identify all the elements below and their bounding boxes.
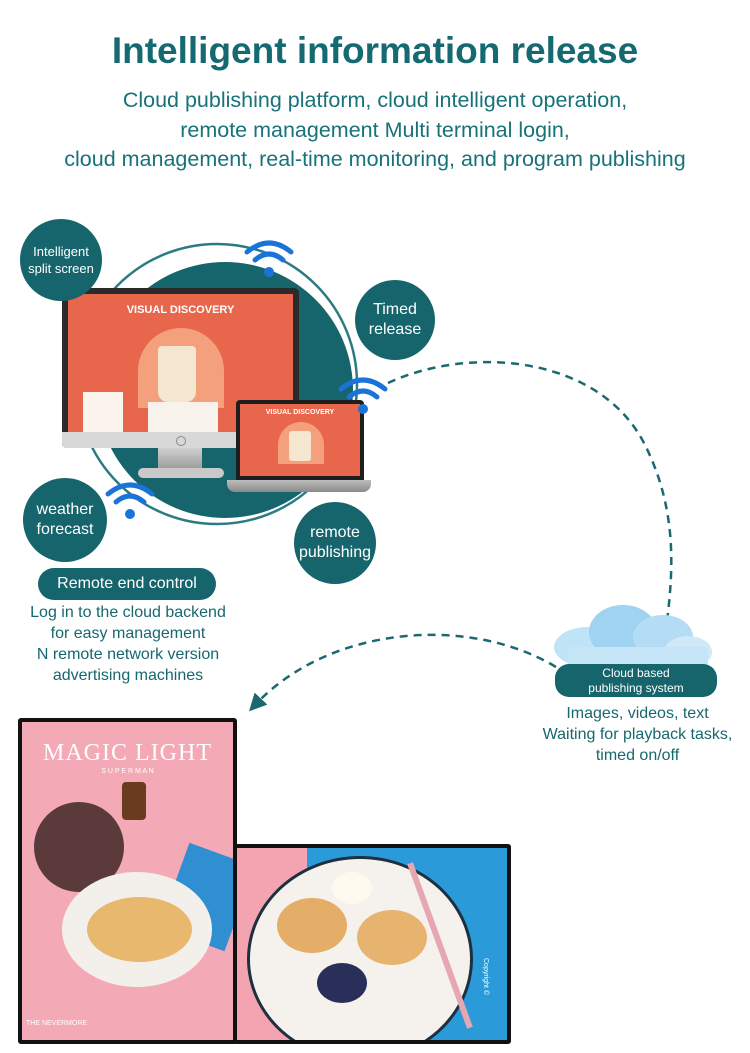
dessert-cup — [158, 346, 196, 402]
cloud-line: Images, videos, text — [566, 705, 709, 722]
remote-control-label: Remote end control — [38, 568, 216, 600]
power-icon — [176, 436, 186, 446]
weather-bubble: weather forecast — [23, 478, 107, 562]
upload-arrow — [387, 360, 676, 639]
laptop: VISUAL DISCOVERY — [236, 400, 364, 480]
dessert-cup — [289, 431, 311, 461]
pancake — [357, 910, 427, 965]
download-arrow — [249, 633, 557, 712]
page-subtitle: Cloud publishing platform, cloud intelli… — [0, 86, 750, 175]
subtitle-line: Cloud publishing platform, cloud intelli… — [122, 88, 628, 112]
pancakes — [87, 897, 192, 962]
syrup-jug — [122, 782, 146, 820]
cream-scoop — [332, 872, 372, 904]
pedestal — [148, 402, 218, 432]
cloud-description: Images, videos, text Waiting for playbac… — [525, 703, 750, 766]
laptop-banner: VISUAL DISCOVERY — [265, 409, 335, 416]
block-left — [83, 392, 123, 432]
remote-line: for easy management — [50, 625, 206, 642]
cloud-line: Waiting for playback tasks, — [542, 726, 733, 743]
monitor-stand — [138, 468, 224, 478]
pancake — [277, 898, 347, 953]
split-screen-bubble: Intelligent split screen — [20, 219, 102, 301]
remote-line: N remote network version — [36, 646, 220, 663]
laptop-screen: VISUAL DISCOVERY — [240, 404, 360, 476]
side-text: Copyright © — [482, 958, 489, 996]
remote-description: Log in to the cloud backend for easy man… — [0, 602, 256, 686]
remote-publishing-bubble: remote publishing — [294, 502, 376, 584]
remote-line: advertising machines — [52, 667, 204, 684]
wifi-icon — [338, 377, 388, 414]
poster-footer: THE NEVERMORE — [26, 1020, 88, 1027]
monitor-neck — [158, 448, 202, 470]
remote-line: Log in to the cloud backend — [30, 604, 226, 621]
landscape-display: Copyright © — [233, 844, 511, 1044]
wifi-icon — [105, 482, 155, 519]
cloud-label-line: Cloud based — [602, 665, 670, 680]
subtitle-line: cloud management, real-time monitoring, … — [64, 147, 686, 171]
blueberries — [317, 963, 367, 1003]
laptop-base — [227, 480, 371, 492]
cloud-icon — [554, 605, 712, 669]
poster-subtitle: S U P E R M A N — [101, 768, 154, 775]
portrait-display: MAGIC LIGHT S U P E R M A N THE NEVERMOR… — [18, 718, 237, 1044]
wifi-icon — [244, 240, 294, 277]
poster-title: MAGIC LIGHT — [43, 740, 212, 766]
timed-release-bubble: Timed release — [355, 280, 435, 360]
subtitle-line: remote management Multi terminal login, — [180, 117, 570, 142]
cloud-line: timed on/off — [595, 747, 680, 764]
cloud-label-line: publishing system — [588, 680, 684, 695]
page-title: Intelligent information release — [111, 30, 639, 71]
cloud-system-label: Cloud based publishing system — [555, 664, 717, 697]
monitor-banner: VISUAL DISCOVERY — [126, 304, 235, 316]
